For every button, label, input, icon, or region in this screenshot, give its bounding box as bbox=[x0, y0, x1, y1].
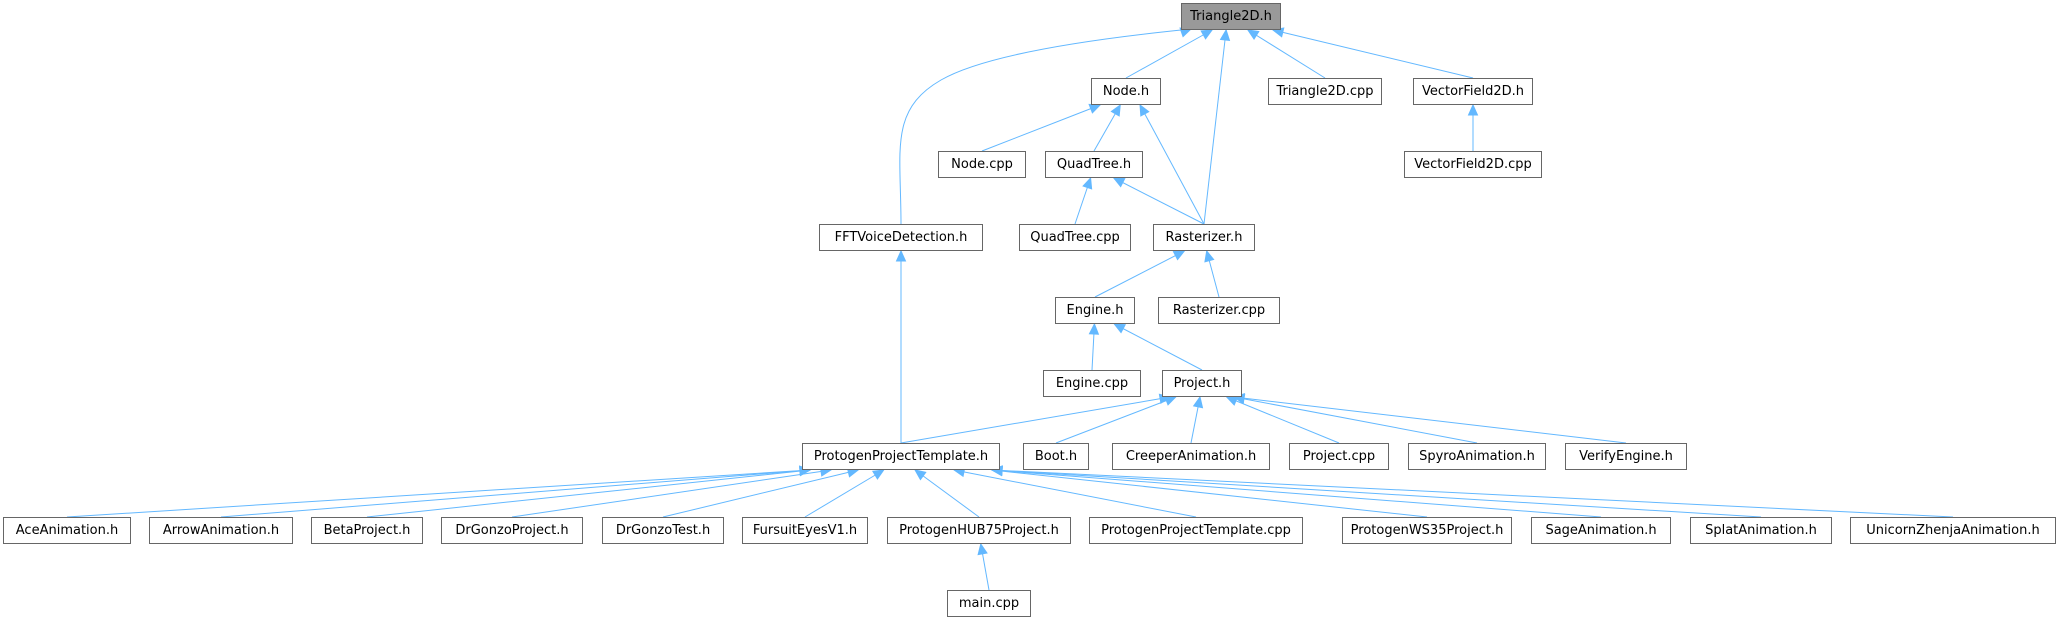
node-triangle2d-cpp[interactable]: Triangle2D.cpp bbox=[1268, 78, 1382, 105]
node-protogenprojecttemplate-h[interactable]: ProtogenProjectTemplate.h bbox=[802, 443, 1000, 470]
edge-engine_h-to-rasterizer_h bbox=[1094, 250, 1185, 298]
node-triangle2d-h: Triangle2D.h bbox=[1181, 3, 1281, 30]
arrowhead-node_h-to-triangle2d_h bbox=[1200, 29, 1214, 40]
edge-quadtree_cpp-to-quadtree_h bbox=[1074, 177, 1092, 225]
node-betaproject-h[interactable]: BetaProject.h bbox=[311, 517, 423, 544]
node-verifyengine-h[interactable]: VerifyEngine.h bbox=[1565, 443, 1687, 470]
node-protogenhub75project-h[interactable]: ProtogenHUB75Project.h bbox=[887, 517, 1071, 544]
node-drgonzoproject-h[interactable]: DrGonzoProject.h bbox=[441, 517, 583, 544]
node-protogenprojecttemplate-cpp[interactable]: ProtogenProjectTemplate.cpp bbox=[1089, 517, 1303, 544]
node-boot-h[interactable]: Boot.h bbox=[1023, 443, 1089, 470]
arrowhead-rasterizer_h-to-quadtree_h bbox=[1112, 177, 1126, 188]
edge-protogenprojecttemplate_h-to-project_h bbox=[900, 396, 1171, 444]
edge-unicornzhenjaanimation_h-to-protogenprojecttemplate_h bbox=[991, 469, 1954, 518]
arrowhead-protogenhub75project_h-to-protogenprojecttemplate_h bbox=[914, 469, 927, 481]
arrowhead-project_cpp-to-project_h bbox=[1225, 396, 1239, 406]
arrowhead-fursuiteyesv1_h-to-protogenprojecttemplate_h bbox=[872, 469, 885, 480]
edge-rasterizer_h-to-triangle2d_h bbox=[1203, 29, 1227, 225]
edge-sageanimation_h-to-protogenprojecttemplate_h bbox=[991, 469, 1602, 518]
node-rasterizer-h[interactable]: Rasterizer.h bbox=[1153, 224, 1255, 251]
edge-creeperanimation_h-to-project_h bbox=[1190, 396, 1201, 444]
arrowhead-quadtree_cpp-to-quadtree_h bbox=[1082, 176, 1093, 190]
edge-verifyengine_h-to-project_h bbox=[1233, 396, 1627, 444]
node-creeperanimation-h[interactable]: CreeperAnimation.h bbox=[1112, 443, 1270, 470]
node-arrowanimation-h[interactable]: ArrowAnimation.h bbox=[149, 517, 293, 544]
node-protogenws35project-h[interactable]: ProtogenWS35Project.h bbox=[1342, 517, 1512, 544]
node-node-h[interactable]: Node.h bbox=[1091, 78, 1161, 105]
edge-quadtree_h-to-node_h bbox=[1093, 104, 1121, 152]
edge-drgonzotest_h-to-protogenprojecttemplate_h bbox=[662, 469, 859, 518]
edge-spyroanimation_h-to-project_h bbox=[1233, 396, 1478, 444]
node-project-cpp[interactable]: Project.cpp bbox=[1289, 443, 1389, 470]
edge-engine_cpp-to-engine_h bbox=[1091, 323, 1095, 371]
arrowhead-creeperanimation_h-to-project_h bbox=[1192, 395, 1204, 409]
edge-protogenhub75project_h-to-protogenprojecttemplate_h bbox=[914, 469, 980, 518]
node-engine-h[interactable]: Engine.h bbox=[1055, 297, 1135, 324]
node-quadtree-h[interactable]: QuadTree.h bbox=[1045, 151, 1143, 178]
edge-vectorfield2d_h-to-triangle2d_h bbox=[1272, 29, 1474, 79]
edge-project_cpp-to-project_h bbox=[1226, 396, 1340, 444]
edge-arrowanimation_h-to-protogenprojecttemplate_h bbox=[220, 469, 811, 518]
arrowhead-rasterizer_h-to-triangle2d_h bbox=[1219, 28, 1231, 42]
arrowhead-engine_h-to-rasterizer_h bbox=[1172, 250, 1186, 261]
node-fursuiteyesv1-h[interactable]: FursuitEyesV1.h bbox=[742, 517, 868, 544]
node-vectorfield2d-h[interactable]: VectorField2D.h bbox=[1413, 78, 1533, 105]
arrowhead-rasterizer_cpp-to-rasterizer_h bbox=[1204, 249, 1215, 263]
edge-splatanimation_h-to-protogenprojecttemplate_h bbox=[991, 469, 1762, 518]
arrowhead-triangle2d_cpp-to-triangle2d_h bbox=[1246, 29, 1260, 41]
arrowhead-quadtree_h-to-node_h bbox=[1110, 103, 1121, 117]
edge-node_cpp-to-node_h bbox=[981, 104, 1101, 152]
arrowhead-rasterizer_h-to-node_h bbox=[1139, 103, 1150, 117]
node-aceanimation-h[interactable]: AceAnimation.h bbox=[3, 517, 131, 544]
node-fftvoicedetection-h[interactable]: FFTVoiceDetection.h bbox=[819, 224, 983, 251]
edge-fursuiteyesv1_h-to-protogenprojecttemplate_h bbox=[804, 469, 884, 518]
arrowhead-vectorfield2d_cpp-to-vectorfield2d_h bbox=[1467, 103, 1479, 116]
arrowhead-main_cpp-to-protogenhub75project_h bbox=[977, 542, 988, 556]
edge-protogenws35project_h-to-protogenprojecttemplate_h bbox=[991, 469, 1428, 518]
edge-betaproject_h-to-protogenprojecttemplate_h bbox=[366, 469, 811, 518]
node-vectorfield2d-cpp[interactable]: VectorField2D.cpp bbox=[1404, 151, 1542, 178]
node-main-cpp[interactable]: main.cpp bbox=[947, 590, 1031, 617]
node-sageanimation-h[interactable]: SageAnimation.h bbox=[1531, 517, 1671, 544]
edge-project_h-to-engine_h bbox=[1114, 323, 1203, 371]
node-drgonzotest-h[interactable]: DrGonzoTest.h bbox=[602, 517, 724, 544]
arrowhead-protogenprojecttemplate_h-to-fftvoicedetection_h bbox=[895, 249, 907, 262]
node-splatanimation-h[interactable]: SplatAnimation.h bbox=[1690, 517, 1832, 544]
edge-boot_h-to-project_h bbox=[1055, 396, 1176, 444]
node-quadtree-cpp[interactable]: QuadTree.cpp bbox=[1019, 224, 1131, 251]
edge-aceanimation_h-to-protogenprojecttemplate_h bbox=[66, 469, 811, 518]
arrowhead-engine_cpp-to-engine_h bbox=[1088, 322, 1100, 335]
arrowhead-boot_h-to-project_h bbox=[1164, 395, 1177, 406]
edge-triangle2d_cpp-to-triangle2d_h bbox=[1247, 29, 1326, 79]
arrowhead-project_h-to-engine_h bbox=[1113, 323, 1127, 334]
node-node-cpp[interactable]: Node.cpp bbox=[938, 151, 1026, 178]
edge-rasterizer_cpp-to-rasterizer_h bbox=[1206, 250, 1220, 298]
edge-fftvoicedetection_h-to-triangle2d_h bbox=[899, 28, 1192, 225]
edge-rasterizer_h-to-quadtree_h bbox=[1113, 177, 1205, 225]
edge-drgonzoproject_h-to-protogenprojecttemplate_h bbox=[511, 469, 832, 518]
node-engine-cpp[interactable]: Engine.cpp bbox=[1043, 370, 1141, 397]
edge-protogenprojecttemplate_cpp-to-protogenprojecttemplate_h bbox=[954, 469, 1197, 518]
node-spyroanimation-h[interactable]: SpyroAnimation.h bbox=[1408, 443, 1546, 470]
node-unicornzhenjaanimation-h[interactable]: UnicornZhenjaAnimation.h bbox=[1850, 517, 2056, 544]
node-project-h[interactable]: Project.h bbox=[1162, 370, 1242, 397]
edge-main_cpp-to-protogenhub75project_h bbox=[980, 543, 990, 591]
arrowhead-node_cpp-to-node_h bbox=[1088, 103, 1102, 114]
edge-rasterizer_h-to-node_h bbox=[1139, 104, 1205, 225]
edge-node_h-to-triangle2d_h bbox=[1125, 29, 1213, 79]
node-rasterizer-cpp[interactable]: Rasterizer.cpp bbox=[1158, 297, 1280, 324]
